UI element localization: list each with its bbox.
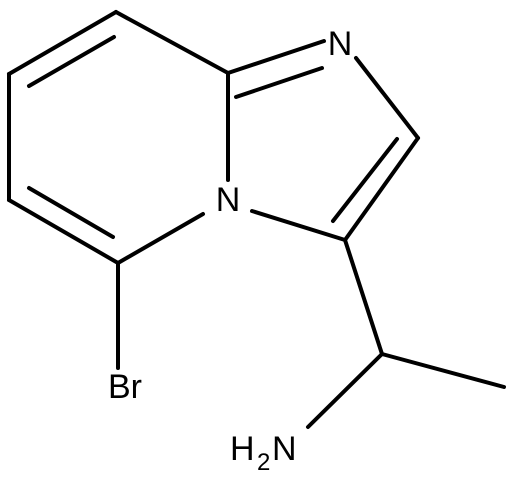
bond-c2-c3	[343, 136, 420, 242]
atom-label-amine-subscript: 2	[257, 449, 270, 476]
atom-label-amine-h: H	[230, 430, 255, 468]
bond-c8-c8a	[114, 10, 230, 75]
bond-c5-c6-inner	[27, 186, 115, 239]
bond-ch-methyl	[380, 352, 506, 389]
atom-label-amine-n: N	[272, 430, 297, 468]
bond-c7-c8	[7, 10, 118, 76]
bond-c2-c3-inner	[331, 137, 399, 223]
bond-c3-ch	[343, 238, 384, 356]
bond-c8a-n1	[226, 39, 326, 75]
bond-c3-n4	[250, 209, 347, 242]
atom-label-n-imidazole: N	[328, 25, 353, 63]
atom-label-n-bridge: N	[216, 181, 241, 219]
bond-c8a-n1-inner	[234, 66, 324, 99]
bond-ch-nh2	[306, 352, 384, 429]
bond-c5-c6	[7, 198, 120, 265]
imidazole-ring	[226, 39, 420, 242]
bond-n4-c5	[116, 212, 205, 265]
pyridine-ring	[7, 10, 230, 265]
substituents	[116, 238, 506, 429]
atom-label-br: Br	[108, 368, 142, 406]
bond-c7-c8-inner	[27, 35, 116, 88]
bond-n1-c2	[354, 56, 420, 140]
